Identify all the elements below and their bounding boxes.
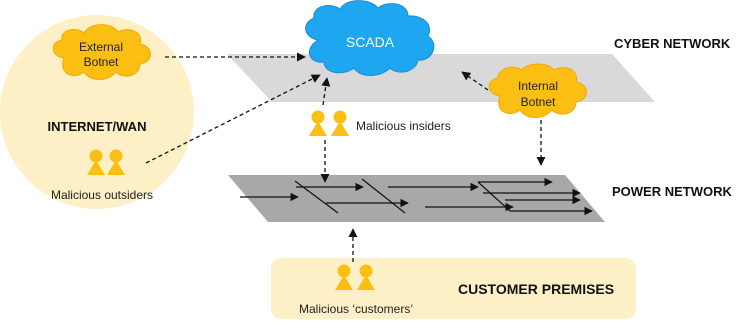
cyber-network-label: CYBER NETWORK — [614, 36, 731, 51]
malicious-outsiders-label: Malicious outsiders — [51, 188, 153, 202]
power-bus-bar — [294, 180, 339, 214]
cyber-network-plane — [227, 54, 655, 102]
internal-botnet-line1: Internal — [518, 79, 558, 93]
power-bus-bar — [361, 178, 406, 214]
malicious-insiders-label: Malicious insiders — [356, 119, 451, 133]
attack-paths — [145, 52, 546, 262]
dashed-arrow-internal-botnet-to-scada — [461, 71, 489, 91]
scada-label: SCADA — [346, 34, 395, 50]
external-botnet-line1: External — [79, 40, 123, 54]
internet-wan-label: INTERNET/WAN — [48, 119, 147, 134]
internal-botnet-line2: Botnet — [521, 95, 556, 109]
internet-wan-zone — [0, 15, 194, 209]
dashed-arrow-outsiders-to-scada — [145, 74, 321, 164]
power-bus-bar — [477, 181, 511, 212]
scada-cloud-icon: SCADA — [305, 0, 435, 76]
dashed-arrow-insiders-to-scada — [321, 77, 331, 106]
power-network-label: POWER NETWORK — [612, 184, 732, 199]
internal-botnet-cloud-icon: Internal Botnet — [488, 63, 587, 118]
external-botnet-line2: Botnet — [84, 55, 119, 69]
power-lines — [240, 177, 593, 216]
external-botnet-cloud-icon: External Botnet — [52, 24, 151, 80]
malicious-customers-label: Malicious ‘customers’ — [299, 302, 413, 316]
malicious-insiders-person-pair-icon — [309, 110, 349, 136]
customer-premises-label: CUSTOMER PREMISES — [458, 281, 614, 297]
